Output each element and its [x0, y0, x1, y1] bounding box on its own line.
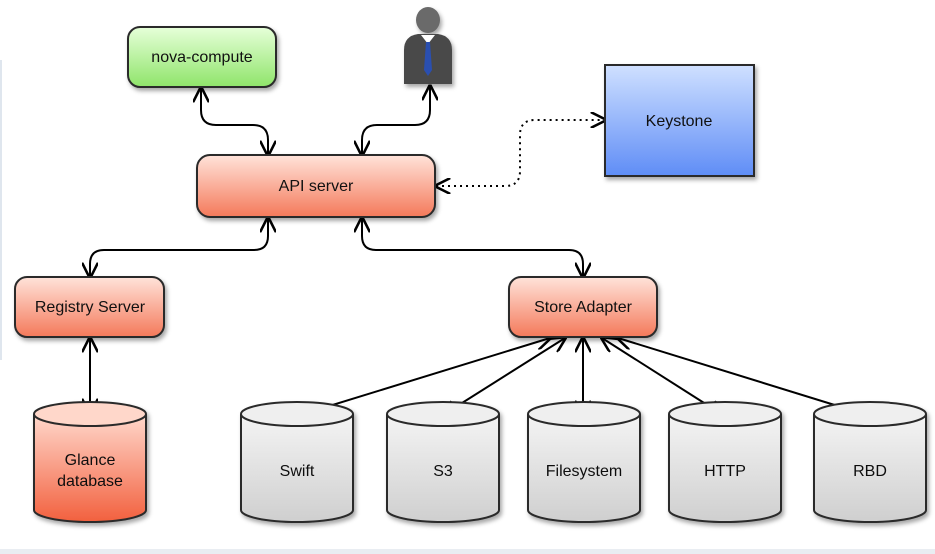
registry-server-label: Registry Server [35, 299, 146, 316]
rbd-label: RBD [853, 463, 887, 480]
store-adapter-label: Store Adapter [534, 299, 633, 316]
rbd-node: RBD [813, 401, 927, 523]
edge-api-keystone [436, 120, 605, 186]
store-adapter-node: Store Adapter [508, 276, 658, 338]
http-node: HTTP [668, 401, 782, 523]
edge-api-nova [201, 88, 268, 155]
nova-compute-label: nova-compute [151, 49, 252, 66]
glance-database-node: Glance database [33, 401, 147, 523]
keystone-label: Keystone [646, 113, 713, 130]
swift-label: Swift [280, 463, 315, 480]
bottom-edge [0, 549, 935, 554]
edge-api-registry [90, 218, 268, 277]
http-label: HTTP [704, 463, 746, 480]
glance-database-label-1: Glance [65, 452, 116, 469]
s3-node: S3 [386, 401, 500, 523]
edge-api-user [362, 86, 430, 155]
api-server-node: API server [196, 154, 436, 218]
swift-node: Swift [240, 401, 354, 523]
edge-api-store [362, 218, 583, 277]
nova-compute-node: nova-compute [127, 26, 277, 88]
edge-store-rbd [618, 338, 867, 415]
s3-label: S3 [433, 463, 453, 480]
keystone-node: Keystone [604, 64, 755, 177]
filesystem-node: Filesystem [527, 401, 641, 523]
glance-database-label-2: database [57, 473, 123, 490]
api-server-label: API server [279, 178, 354, 195]
filesystem-label: Filesystem [546, 463, 622, 480]
user-icon [404, 7, 452, 84]
registry-server-node: Registry Server [14, 276, 165, 338]
left-edge [0, 60, 2, 360]
